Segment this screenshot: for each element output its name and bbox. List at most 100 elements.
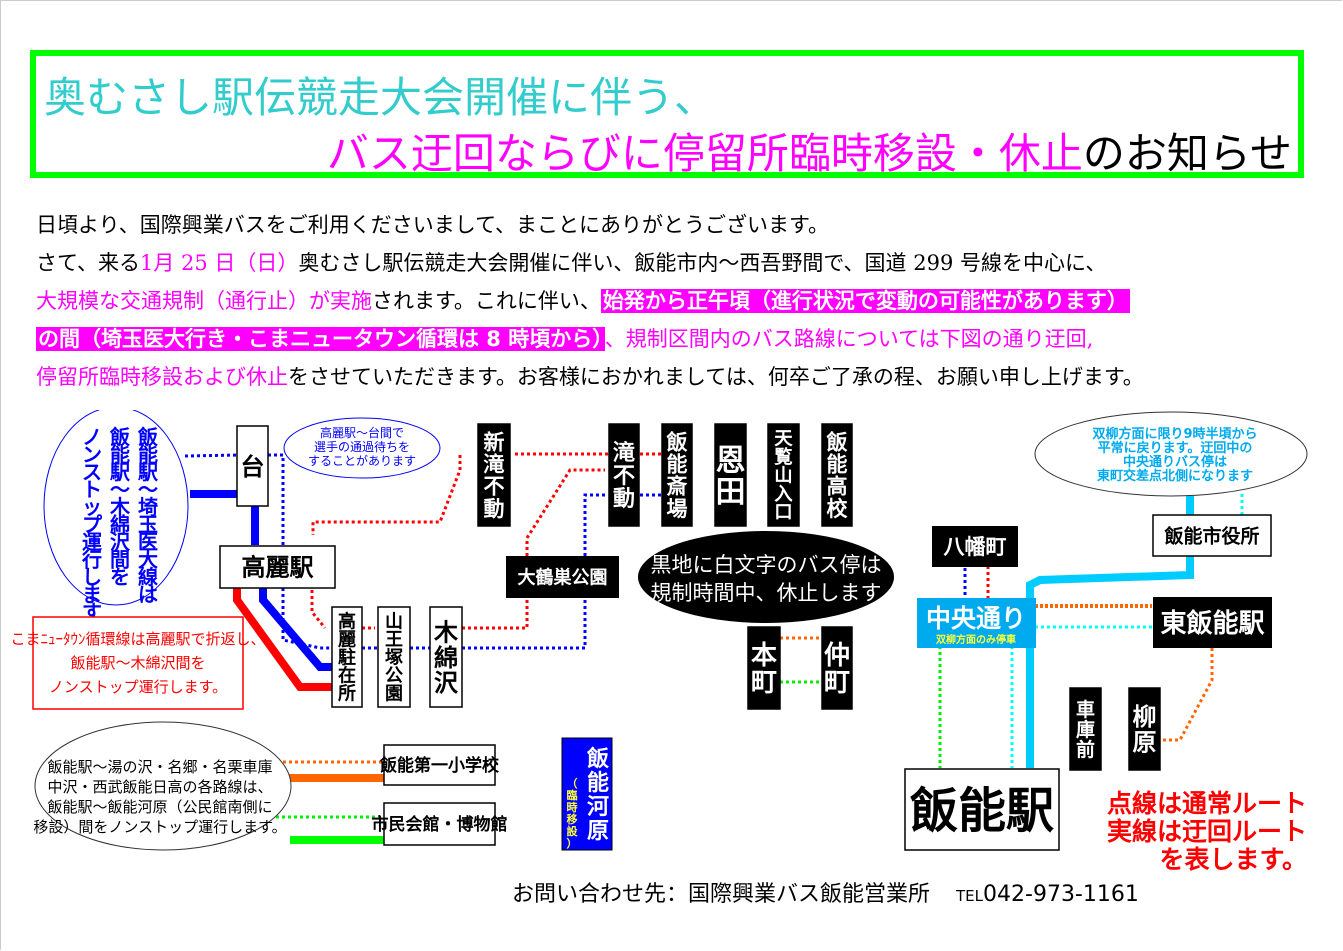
- stop-hanno-shiyakusho[interactable]: 飯能市役所: [1152, 514, 1272, 557]
- note-line: 選手の通過待ちを: [314, 440, 410, 454]
- contact-label: お問い合わせ先：国際興業バス飯能営業所: [512, 882, 931, 907]
- stop-label: 飯能駅: [910, 783, 1054, 839]
- stop-label-char: 綿: [434, 644, 458, 672]
- saitama-idai-note: [43, 410, 189, 606]
- stop-shakomae[interactable]: 車庫前: [1069, 687, 1102, 771]
- stop-honcho[interactable]: 本町: [747, 626, 781, 710]
- stop-koma-station[interactable]: 高麗駅: [219, 545, 336, 589]
- stop-label-char: 河: [587, 795, 609, 820]
- intro-text: されます。これに伴い、: [372, 289, 601, 313]
- stop-label-char: 庫: [1076, 718, 1095, 741]
- waiting-note: [283, 417, 441, 479]
- stop-label-char: 能: [587, 770, 609, 796]
- stop-label: 市民会館・博物館: [372, 814, 508, 835]
- note-char: 飯: [137, 425, 158, 449]
- stop-label-char: 王: [385, 629, 403, 650]
- stop-yanagihara[interactable]: 柳原: [1128, 687, 1161, 771]
- stop-hanno-daiichi-shogakko[interactable]: 飯能第一小学校: [379, 744, 500, 786]
- stop-sublabel-char: 移: [567, 812, 578, 826]
- stop-label-char: 滝: [484, 453, 505, 477]
- title-box: 奥むさし駅伝競走大会開催に伴う、 バス迂回ならびに停留所臨時移設・休止のお知らせ: [30, 50, 1304, 178]
- note-line: 東町交差点北側になります: [1097, 468, 1253, 484]
- event-date: 1月 25 日（日）: [139, 251, 299, 275]
- stop-nakacho[interactable]: 仲町: [821, 626, 853, 710]
- stop-label: 飯能第一小学校: [379, 755, 500, 776]
- stop-shimin-kaikan-hakubutsukan[interactable]: 市民会館・博物館: [372, 802, 508, 846]
- route-red-normal: [310, 590, 327, 629]
- stop-sublabel: 双柳方面のみ停車: [936, 633, 1016, 646]
- stop-owashi-park[interactable]: 大鶴巣公園: [506, 556, 619, 598]
- stop-label: 飯能市役所: [1163, 524, 1259, 547]
- route-orange-normal: [1160, 648, 1214, 742]
- koma-nt-note: [32, 616, 244, 710]
- note-line: することがあります: [308, 453, 416, 468]
- stop-label-char: 高: [338, 610, 356, 632]
- yunosawa-note-text: 飯能駅～湯の沢・名郷・名栗車庫中沢・西武飯能日高の各路線は、飯能駅～飯能河原（公…: [33, 758, 286, 836]
- note-char: 綿: [110, 513, 130, 537]
- stop-label-char: 恩: [716, 443, 746, 478]
- note-char: ま: [82, 583, 102, 607]
- intro-text: 奥むさし駅伝競走大会開催に伴い、飯能市内～西吾野間で、国道 299 号線を中心に…: [298, 251, 1107, 275]
- stop-kiwatazawa[interactable]: 木綿沢: [429, 606, 463, 708]
- stop-label-char: 動: [484, 497, 505, 521]
- stop-label: 東飯能駅: [1160, 608, 1264, 639]
- contact-phone: 042-973-1161: [983, 882, 1139, 907]
- note-char: 木: [109, 495, 131, 519]
- restriction-time-highlight-2: の間（埼玉医大行き・こまニュータウン循環は 8 時頃から）: [36, 327, 605, 351]
- stop-label-char: 沢: [434, 669, 459, 697]
- phone-icon: TEL: [956, 887, 984, 905]
- note-char: ノ: [82, 425, 102, 449]
- relocation-text: 停留所臨時移設および休止: [36, 365, 288, 389]
- route-blue-normal: [583, 493, 608, 556]
- note-line: 黒地に白文字のバス停は: [651, 553, 882, 577]
- koma-nt-note-text: こまﾆｭｰﾀｳﾝ循環線は高麗駅で折返し、飯能駅～木綿沢間をノンストップ運行します…: [10, 630, 265, 696]
- stop-label-char: 前: [1076, 738, 1095, 761]
- title-line-1: 奥むさし駅伝競走大会開催に伴う、: [44, 73, 717, 122]
- stop-label-char: 覧: [774, 446, 792, 468]
- stop-onden[interactable]: 恩田: [714, 423, 747, 527]
- stop-label-char: 原: [587, 819, 609, 844]
- stop-label-char: 塚: [385, 647, 403, 668]
- route-red-normal: [525, 468, 605, 556]
- legend-dotted: 点線は通常ルート: [1106, 789, 1307, 818]
- note-line: 飯能駅～湯の沢・名郷・名栗車庫: [47, 758, 272, 776]
- stop-hachimancho[interactable]: 八幡町: [932, 526, 1018, 567]
- title-suffix: のお知らせ: [1082, 129, 1292, 178]
- note-line: 移設）間をノンストップ運行します。: [33, 818, 286, 836]
- stop-higashi-hanno-station[interactable]: 東飯能駅: [1153, 597, 1272, 648]
- stop-dai[interactable]: 台: [236, 425, 269, 507]
- title-line-2: バス迂回ならびに停留所臨時移設・休止のお知らせ: [327, 120, 1292, 181]
- note-char: し: [82, 565, 102, 589]
- note-char: 医: [138, 530, 158, 554]
- route-skyblue-detour: [1026, 555, 1194, 768]
- stop-label-char: 場: [667, 497, 688, 521]
- route-blue-normal: [268, 453, 285, 545]
- stop-hanno-kawara[interactable]: 飯能河原（臨時移設）: [561, 737, 613, 851]
- note-char: ト: [82, 478, 102, 502]
- intro-line-3: 大規模な交通規制（通行止）が実施されます。これに伴い、始発から正午頃（進行状況で…: [36, 282, 1144, 320]
- stop-hanno-station[interactable]: 飯能駅: [904, 768, 1060, 851]
- black-stops-note: [638, 531, 894, 623]
- stop-takifudo[interactable]: 滝不動: [608, 423, 640, 527]
- stop-label-char: 園: [385, 683, 403, 704]
- stop-label: 大鶴巣公園: [518, 566, 608, 588]
- stop-label-char: 台: [241, 453, 265, 481]
- stop-label-char: 原: [1133, 728, 1157, 756]
- route-red-normal: [462, 600, 529, 630]
- stop-label-char: 不: [613, 464, 635, 489]
- stop-sublabel-char: 時: [567, 800, 578, 814]
- route-blue-detour: [233, 588, 335, 691]
- stop-sublabel-char: ）: [567, 837, 578, 850]
